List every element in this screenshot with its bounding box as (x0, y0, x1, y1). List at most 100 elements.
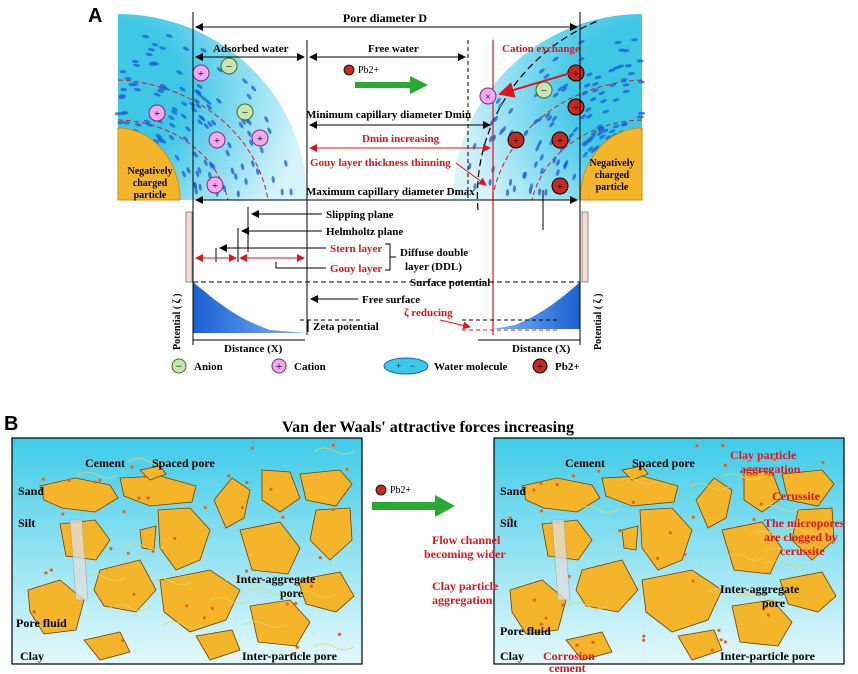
water-molecule-mark (201, 96, 207, 102)
cation-icon: + (148, 104, 166, 122)
water-molecule-mark (551, 115, 558, 122)
water-molecule-mark (234, 173, 238, 180)
pore-particle (345, 467, 349, 471)
left-pore-fluid-label: Pore fluid (16, 616, 67, 630)
cation-exchange-arrow (498, 71, 575, 98)
svg-text:+: + (573, 68, 579, 80)
clay-fiber (124, 543, 165, 550)
water-molecule-mark (596, 124, 603, 129)
clay-fiber (765, 560, 807, 568)
pore-particle (767, 613, 771, 617)
panel-a-label: A (88, 5, 102, 27)
water-molecule-mark (250, 85, 257, 92)
water-molecule-mark (168, 115, 175, 120)
soil-grain (641, 569, 723, 633)
exchanged-cation-icon (479, 87, 497, 105)
clay-fiber (162, 621, 204, 629)
water-molecule-mark (157, 138, 164, 144)
water-molecule-mark (194, 89, 201, 95)
water-molecule-mark (255, 168, 260, 176)
soil-grain (743, 469, 783, 513)
anion-icon (171, 358, 187, 374)
water-molecule-mark (505, 189, 510, 197)
pb-legend-sign: + (537, 361, 543, 373)
water-molecule-mark (238, 122, 244, 129)
water-molecule-mark (620, 122, 628, 127)
water-molecule-mark (193, 98, 200, 104)
pore-particle (695, 444, 699, 448)
water-molecule-mark (581, 140, 588, 146)
pore-particle (618, 529, 622, 533)
water-molecule-mark (249, 139, 254, 147)
water-molecule-mark (582, 151, 588, 158)
pore-particle (309, 584, 313, 588)
water-molecule-mark (198, 114, 204, 121)
water-molecule-mark (608, 129, 616, 134)
water-molecule-mark (195, 170, 200, 178)
water-molecule-mark (609, 83, 617, 87)
gouy-thinning-label: Gouy layer thickness thinning (310, 157, 451, 169)
pore-particle (691, 515, 695, 519)
clay-fiber (128, 458, 170, 465)
ddl-line1: Diffuse double (400, 247, 468, 259)
water-molecule-mark (123, 121, 130, 125)
pore-particle (49, 568, 53, 572)
soil-grain (157, 507, 211, 571)
pore-particle (597, 469, 601, 473)
water-molecule-mark (594, 75, 602, 80)
pore-particle (121, 639, 125, 643)
clay-fiber (225, 577, 266, 585)
water-molecule-mark (612, 98, 620, 102)
water-molecule-icon (383, 357, 429, 375)
water-molecule-mark (182, 46, 190, 51)
pore-particle (575, 643, 579, 647)
water-molecule-mark (200, 48, 207, 53)
water-molecule-mark (596, 131, 604, 136)
right-micropores-line2: are clogged by (764, 530, 838, 544)
water-molecule-mark (246, 93, 252, 100)
pore-particle (44, 571, 48, 575)
water-molecule-mark (196, 84, 203, 89)
soil-grain (779, 571, 837, 613)
right-clay-agg-top-line1: Clay particle (730, 448, 797, 462)
soil-grain (239, 521, 301, 575)
min-capillary-label: Minimum capillary diameter Dmin (306, 109, 471, 121)
anion-icon: − (220, 57, 238, 75)
cation-sign: + (276, 359, 283, 373)
water-molecule-mark (143, 119, 151, 124)
water-molecule-mark (608, 68, 616, 73)
water-molecule-mark (636, 59, 644, 63)
pore-particle (561, 603, 565, 607)
water-molecule-mark (501, 126, 507, 133)
pb-ion-label: Pb2+ (358, 65, 380, 76)
water-molecule-mark (587, 146, 594, 152)
water-molecule-mark (153, 92, 161, 97)
pore-particle (202, 616, 206, 620)
clay-fiber (764, 547, 805, 555)
right-distance-label: Distance (X) (512, 343, 571, 355)
pore-particle (210, 606, 214, 611)
right-potential-axis-label: Potential ( ζ ) (593, 293, 604, 350)
clay-fiber (749, 530, 790, 538)
water-molecule-mark (236, 190, 240, 198)
pore-particle (173, 536, 177, 541)
pore-particle (723, 463, 727, 467)
cation-icon: + (192, 64, 210, 82)
pb-ion-icon: + (567, 98, 585, 116)
exchanged-cation-sign: × (485, 92, 491, 103)
clay-fiber (110, 604, 151, 612)
cation-icon: + (208, 131, 226, 149)
soil-grain (695, 477, 733, 529)
water-molecule-mark (203, 159, 208, 167)
right-inter-aggregate-line2: pore (762, 596, 786, 610)
right-particle-line1: Negatively (590, 158, 635, 169)
svg-text:−: − (541, 85, 547, 97)
water-molecule-mark (495, 97, 501, 104)
pore-particle (721, 444, 725, 448)
water-molecule-mark (638, 111, 646, 115)
water-molecule-mark (583, 83, 591, 88)
right-sand-label: Sand (500, 484, 526, 498)
water-molecule-mark (216, 67, 223, 73)
water-molecule-mark (145, 122, 153, 127)
left-silt-label: Silt (18, 516, 35, 530)
